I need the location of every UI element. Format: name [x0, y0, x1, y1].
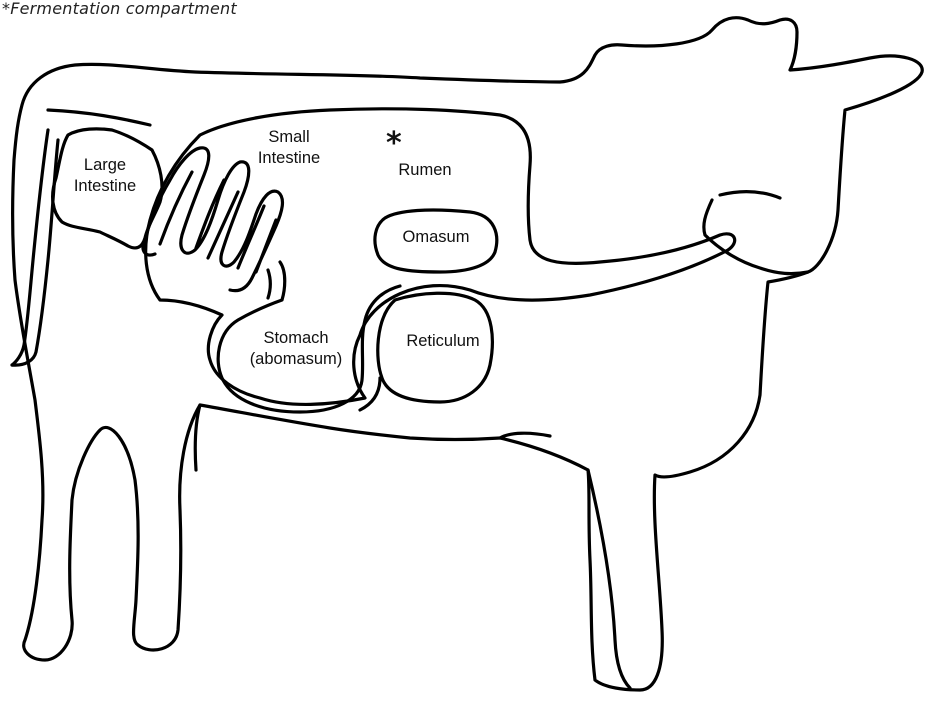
label-small-intestine-line2: Intestine [244, 148, 334, 169]
label-rumen: Rumen [380, 160, 470, 181]
label-large-intestine-line2: Intestine [60, 176, 150, 197]
label-small-intestine: Small Intestine [244, 127, 334, 169]
label-large-intestine: Large Intestine [60, 155, 150, 197]
footnote: *Fermentation compartment [2, 0, 237, 18]
cow-body-outline [13, 18, 923, 690]
label-abomasum-line1: Stomach [236, 328, 356, 349]
label-omasum: Omasum [386, 227, 486, 248]
legs-inner-lines [195, 405, 630, 688]
fermentation-marker: * [386, 129, 402, 159]
label-abomasum-line2: (abomasum) [236, 349, 356, 370]
label-reticulum: Reticulum [388, 331, 498, 352]
label-abomasum: Stomach (abomasum) [236, 328, 356, 370]
back-inner-line [48, 110, 150, 125]
label-small-intestine-line1: Small [244, 127, 334, 148]
cow-tail [12, 130, 58, 365]
rumen-outline [146, 109, 735, 405]
head-inner-lines [704, 192, 808, 274]
label-large-intestine-line1: Large [60, 155, 150, 176]
small-intestine-coils [143, 148, 282, 291]
